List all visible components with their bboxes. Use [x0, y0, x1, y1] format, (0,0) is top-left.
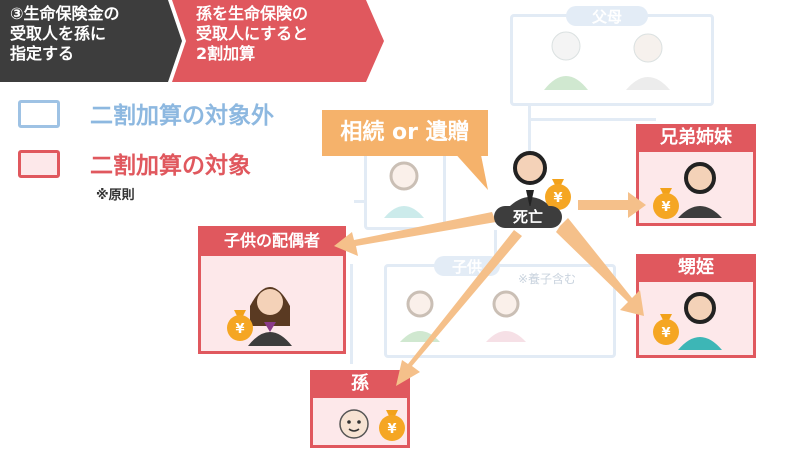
tree-line-grandchild: [350, 264, 353, 364]
arrow-to-grandchild: [396, 230, 522, 386]
arrow-to-siblings: [578, 192, 646, 218]
adoption-note: ※養子含む: [518, 272, 577, 286]
grandchild-baby-icon: [339, 409, 369, 439]
tree-line-parents: [528, 102, 531, 154]
result-header: [172, 0, 384, 82]
inheritance-callout: 相続 or 遺贈: [322, 110, 488, 156]
callout-tail: [452, 150, 488, 190]
tree-line-spouse: [354, 200, 364, 203]
tree-line-siblings: [528, 118, 656, 121]
arrow-to-child-spouse: [334, 212, 496, 256]
legend-not-target-label: 二割加算の対象外: [90, 103, 274, 129]
sibling-person-icon: [678, 162, 722, 218]
nephew-niece-label: 甥姪: [636, 254, 756, 282]
spouse-icon: [384, 161, 424, 218]
nephew-niece-money-bag-icon: [653, 314, 679, 345]
siblings-label: 兄弟姉妹: [636, 124, 756, 152]
legend-not-target-swatch: [18, 100, 60, 128]
legend-target-label: 二割加算の対象: [90, 153, 251, 179]
children-box: [384, 264, 616, 358]
daughter-icon: [486, 290, 526, 342]
step-header: [0, 0, 182, 82]
result-header-text: 孫を生命保険の 受取人にすると 2割加算: [196, 4, 309, 63]
arrow-to-nephew-niece: [556, 218, 644, 316]
legend-target-swatch: [18, 150, 60, 178]
tree-line-children: [494, 230, 497, 264]
grandchild-money-bag-icon: [379, 410, 405, 441]
legend-note: ※原則: [96, 188, 135, 203]
nephew-person-icon: [678, 292, 722, 350]
grandchild-label: 孫: [310, 370, 410, 398]
step-header-text: ③生命保険金の 受取人を孫に 指定する: [10, 4, 120, 63]
siblings-money-bag-icon: [653, 188, 679, 219]
parents-label: 父母: [566, 6, 648, 26]
father-icon: [544, 31, 588, 90]
child-spouse-money-bag-icon: [227, 310, 253, 341]
inheritance-arrows: [334, 192, 646, 386]
child-spouse-person-icon: [248, 287, 292, 346]
child-spouse-label: 子供の配偶者: [198, 226, 346, 256]
deceased-label: 死亡: [494, 206, 562, 228]
mother-icon: [626, 33, 670, 90]
